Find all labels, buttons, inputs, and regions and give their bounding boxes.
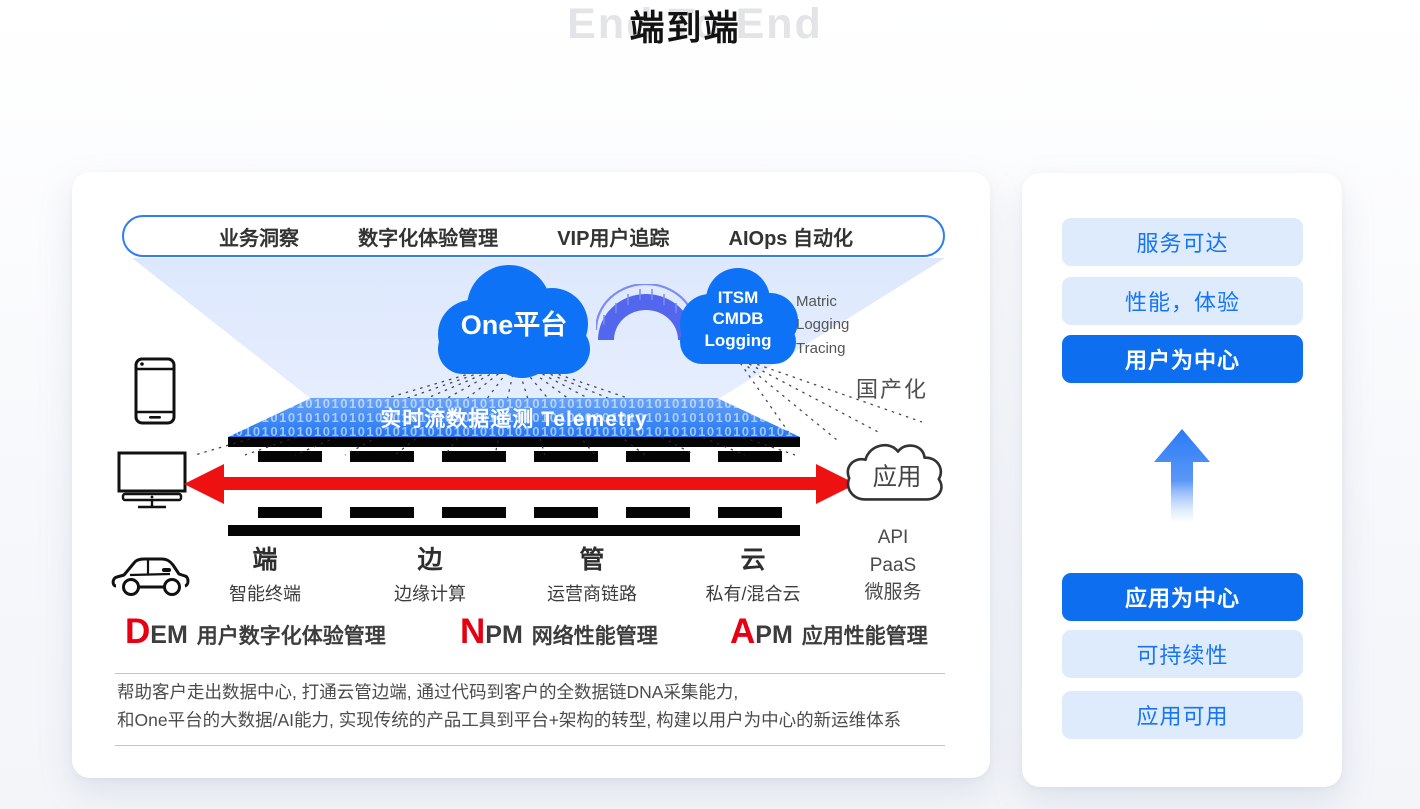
chip-app-centric: 应用为中心 xyxy=(1062,573,1303,621)
product-initial: D xyxy=(125,612,151,651)
itsm-cloud-label: ITSM CMDB Logging xyxy=(670,272,806,366)
phone-icon xyxy=(134,357,176,425)
layer-key: 云 xyxy=(740,546,766,574)
microservice-label: 微服务 xyxy=(864,582,922,604)
bidirectional-arrow xyxy=(222,477,818,490)
summary-line-2: 和One平台的大数据/AI能力, 实现传统的产品工具到平台+架构的转型, 构建以… xyxy=(117,710,902,731)
application-cloud-icon: 应用 xyxy=(846,443,943,501)
product-initial: A xyxy=(730,612,756,651)
pill-item-vip-tracking: VIP用户追踪 xyxy=(557,227,670,250)
summary-paragraph: 帮助客户走出数据中心, 打通云管边端, 通过代码到客户的全数据链DNA采集能力,… xyxy=(117,678,962,735)
cmdb-line: CMDB xyxy=(712,309,764,329)
product-rest: EM xyxy=(150,621,188,649)
car-icon xyxy=(111,557,190,596)
capability-pill: 业务洞察 数字化体验管理 VIP用户追踪 AIOps 自动化 xyxy=(122,215,945,257)
pill-item-business-insight: 业务洞察 xyxy=(219,227,299,250)
layer-column-terminal: 端 智能终端 xyxy=(175,540,355,606)
rail-dashes-upper xyxy=(258,451,786,462)
product-rest: PM xyxy=(755,621,793,649)
layer-key: 边 xyxy=(417,546,443,574)
layer-desc: 私有/混合云 xyxy=(705,584,801,604)
divider xyxy=(115,673,945,674)
layer-key: 管 xyxy=(579,546,605,574)
product-rest: PM xyxy=(485,621,523,649)
rail-bar-top xyxy=(228,437,800,447)
page-title-chinese: 端到端 xyxy=(629,9,741,48)
layer-column-edge: 边 边缘计算 xyxy=(340,540,520,606)
binary-stream-row: 0101010101010101010101010101010101010101… xyxy=(228,424,800,437)
up-arrow-icon xyxy=(1154,429,1210,523)
product-desc: 用户数字化体验管理 xyxy=(196,625,386,648)
layer-desc: 边缘计算 xyxy=(394,584,466,604)
paas-label: PaaS xyxy=(869,554,917,576)
binary-stream-row: 0101010101010101010101010101010101010101… xyxy=(228,398,800,411)
layer-key: 端 xyxy=(252,546,278,574)
layer-column-pipe: 管 运营商链路 xyxy=(502,540,682,606)
rail-bar-bottom xyxy=(228,525,800,536)
product-desc: 网络性能管理 xyxy=(531,625,658,648)
observability-note: Matric Logging Tracing xyxy=(796,290,849,360)
telemetry-title: 实时流数据遥测 Telemetry xyxy=(380,407,648,431)
note-tracing: Tracing xyxy=(796,339,846,357)
page-title-english: End To End xyxy=(567,0,823,48)
one-platform-cloud-icon xyxy=(438,265,590,378)
note-matric: Matric xyxy=(796,293,837,310)
architecture-diagram-card: 业务洞察 数字化体验管理 VIP用户追踪 AIOps 自动化 010101010… xyxy=(72,172,990,778)
layer-column-cloud: 云 私有/混合云 xyxy=(663,540,843,606)
product-initial: N xyxy=(460,612,486,651)
logging-line: Logging xyxy=(704,330,772,350)
application-cloud-label: 应用 xyxy=(873,464,922,491)
one-platform-label: One平台 xyxy=(460,309,568,340)
pill-item-aiops: AIOps 自动化 xyxy=(728,227,853,250)
pill-item-digital-experience: 数字化体验管理 xyxy=(358,227,499,250)
itsm-cloud-icon xyxy=(680,268,798,364)
api-stack: API PaaS 微服务 xyxy=(833,524,953,607)
product-desc: 应用性能管理 xyxy=(801,625,928,648)
chip-app-available: 应用可用 xyxy=(1062,691,1303,739)
chip-sustainability: 可持续性 xyxy=(1062,630,1303,678)
chip-user-centric: 用户为中心 xyxy=(1062,335,1303,383)
rail-dashes-lower xyxy=(258,507,786,518)
telemetry-band: 0101010101010101010101010101010101010101… xyxy=(228,398,800,437)
layer-desc: 运营商链路 xyxy=(547,584,637,604)
divider xyxy=(115,745,945,746)
api-label: API xyxy=(877,527,909,548)
layer-desc: 智能终端 xyxy=(229,584,301,604)
chip-service-reachable: 服务可达 xyxy=(1062,218,1303,266)
summary-line-1: 帮助客户走出数据中心, 打通云管边端, 通过代码到客户的全数据链DNA采集能力, xyxy=(117,682,739,702)
arrow-left-head-icon xyxy=(184,464,224,504)
binary-stream-row: 0101010101010101010101010101010101010101… xyxy=(228,410,800,425)
itsm-line: ITSM xyxy=(717,288,759,308)
domestic-label: 国产化 xyxy=(855,377,928,402)
chip-performance-experience: 性能，体验 xyxy=(1062,277,1303,325)
value-ladder-card: 服务可达 性能，体验 用户为中心 应用为中心 可持续性 应用可用 xyxy=(1022,173,1342,787)
note-logging: Logging xyxy=(796,316,850,334)
